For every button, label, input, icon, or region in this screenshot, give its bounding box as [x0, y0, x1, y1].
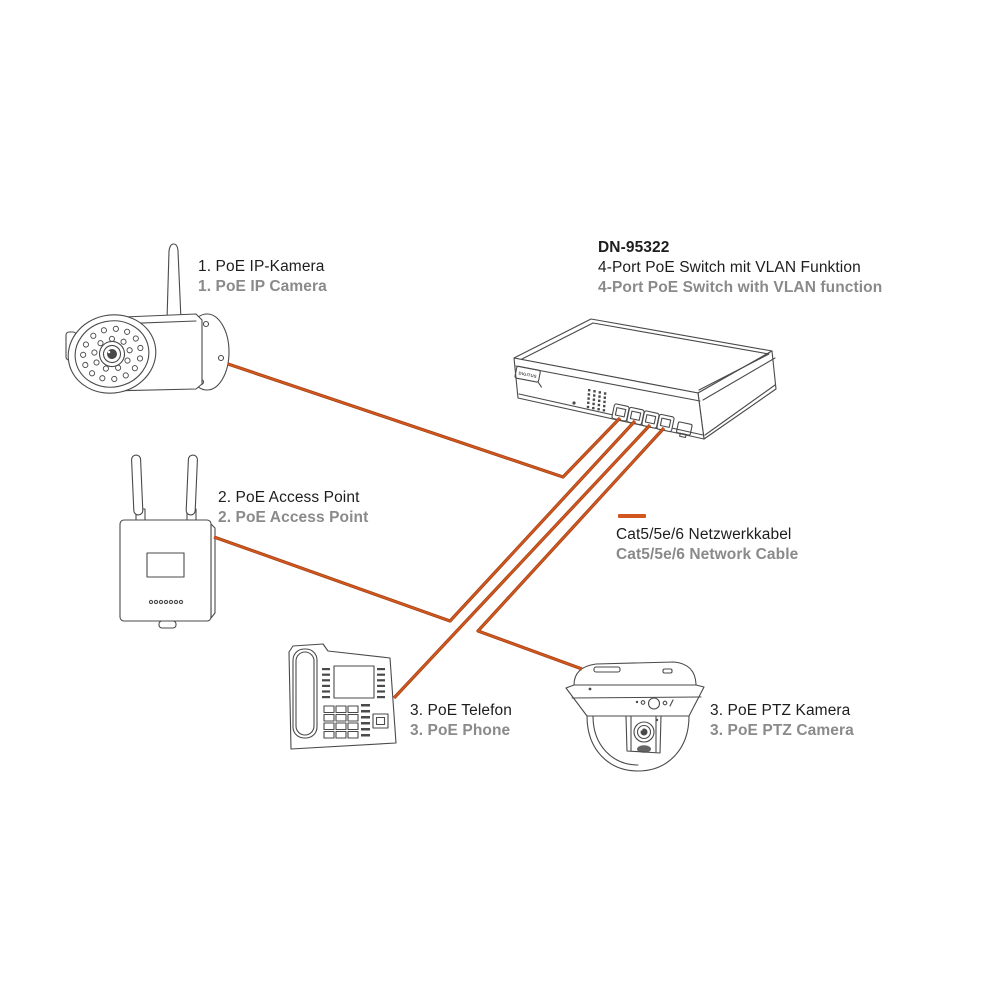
- phone-function-keys: [361, 704, 370, 737]
- ip-camera-graphic: [65, 243, 230, 394]
- cable-switch-to-ptz-camera: [476, 426, 666, 671]
- phone-side-keys: [322, 668, 385, 699]
- poe-switch-graphic: DIGITUS: [513, 318, 777, 440]
- power-led: [572, 401, 576, 405]
- phone-keypad: [323, 705, 359, 739]
- phone-label-en: 3. PoE Phone: [410, 722, 511, 739]
- access-point-label-en: 2. PoE Access Point: [218, 509, 369, 526]
- cable-legend-swatch: [618, 514, 646, 518]
- camera-lens-face: [67, 314, 157, 394]
- phone-handset: [292, 648, 318, 739]
- switch-title-en: 4-Port PoE Switch with VLAN function: [598, 279, 883, 296]
- access-point-label-de: 2. PoE Access Point: [218, 489, 360, 506]
- cable-legend-de: Cat5/5e/6 Netzwerkkabel: [616, 526, 792, 543]
- ptz-camera-label-de: 3. PoE PTZ Kamera: [710, 702, 851, 719]
- ap-antenna-left: [131, 454, 144, 516]
- access-point-label: 2. PoE Access Point 2. PoE Access Point: [218, 488, 368, 528]
- access-point-graphic: [119, 454, 216, 629]
- phone-nav-button: [372, 713, 389, 729]
- network-cables: [213, 362, 666, 700]
- cable-legend-en: Cat5/5e/6 Network Cable: [616, 546, 799, 563]
- phone-display: [333, 665, 375, 699]
- ip-camera-label-de: 1. PoE IP-Kamera: [198, 258, 325, 275]
- cable-legend: Cat5/5e/6 Netzwerkkabel Cat5/5e/6 Networ…: [616, 525, 798, 565]
- led-grid: [586, 389, 607, 412]
- ap-label-plate: [146, 552, 185, 578]
- switch-title-de: 4-Port PoE Switch mit VLAN Funktion: [598, 259, 861, 276]
- ptz-camera-label-en: 3. PoE PTZ Camera: [710, 722, 854, 739]
- cable-switch-to-ip-camera: [227, 362, 622, 479]
- switch-title: DN-95322 4-Port PoE Switch mit VLAN Funk…: [598, 238, 882, 298]
- ip-camera-label: 1. PoE IP-Kamera 1. PoE IP Camera: [198, 257, 327, 297]
- rj45-port-4: [656, 413, 675, 433]
- ptz-camera-graphic: [565, 661, 705, 772]
- ir-led-ring: [80, 325, 144, 383]
- uplink-port: [676, 421, 693, 439]
- digitus-logo: DIGITUS: [514, 365, 542, 388]
- phone-label-de: 3. PoE Telefon: [410, 702, 512, 719]
- phone-graphic: [288, 643, 397, 750]
- ap-led-row: [148, 599, 184, 605]
- camera-antenna: [166, 243, 182, 321]
- cable-switch-to-access-point: [213, 419, 637, 623]
- svg-text:DIGITUS: DIGITUS: [518, 370, 537, 378]
- ip-camera-label-en: 1. PoE IP Camera: [198, 278, 327, 295]
- switch-model: DN-95322: [598, 239, 670, 256]
- phone-label: 3. PoE Telefon 3. PoE Phone: [410, 701, 512, 741]
- ap-antenna-right: [185, 454, 198, 516]
- ptz-control-marks: [635, 697, 674, 710]
- cable-switch-to-phone: [392, 423, 652, 700]
- ptz-camera-label: 3. PoE PTZ Kamera 3. PoE PTZ Camera: [710, 701, 854, 741]
